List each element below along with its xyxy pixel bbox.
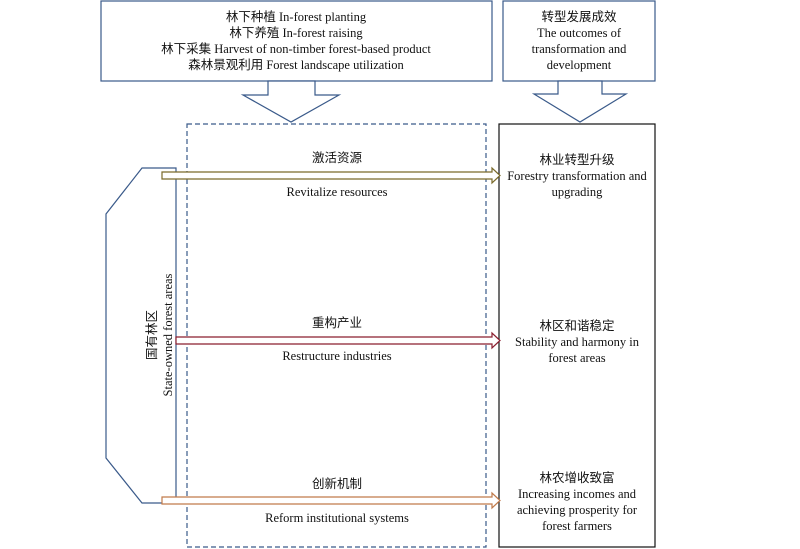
practice-line: 森林景观利用 Forest landscape utilization	[188, 58, 404, 72]
top-left-box-text: 林下种植 In-forest planting 林下养殖 In-forest r…	[161, 9, 431, 73]
outcome-line: forest farmers	[542, 519, 612, 533]
left-hexagon	[105, 167, 177, 504]
arrow-label-zh: 创新机制	[311, 477, 363, 491]
dashed-region	[186, 123, 487, 548]
outcome-line: Stability and harmony in	[515, 335, 639, 349]
outcomes-heading-line: development	[546, 58, 612, 72]
state-forest-label: 国有林区 State-owned forest areas	[144, 274, 176, 397]
outcome-line: Increasing incomes and	[517, 487, 637, 501]
arrow-label-en: Reform institutional systems	[265, 511, 409, 525]
practice-line: 林下种植 In-forest planting	[225, 10, 367, 24]
top-left-box	[100, 0, 493, 82]
down-arrow-right	[531, 80, 629, 123]
down-arrow-left	[240, 80, 342, 123]
outcome-forestry: 林业转型升级 Forestry transformation and upgra…	[507, 152, 647, 200]
arrow-restructure	[175, 331, 501, 350]
outcome-line: Forestry transformation and	[507, 169, 647, 183]
practice-line: 林下养殖 In-forest raising	[229, 26, 363, 40]
arrow-reform	[161, 491, 501, 510]
arrow-revitalize	[161, 166, 501, 185]
outcome-line: 林区和谐稳定	[539, 319, 615, 333]
outcome-line: upgrading	[551, 185, 603, 199]
outcome-line: achieving prosperity for	[516, 503, 638, 517]
arrow-label-en: Revitalize resources	[286, 185, 388, 199]
top-right-box-text: 转型发展成效 The outcomes of transformation an…	[532, 9, 627, 73]
outcomes-box	[498, 123, 656, 548]
outcome-prosperity: 林农增收致富 Increasing incomes and achieving …	[517, 470, 637, 534]
outcome-line: 林农增收致富	[539, 471, 615, 485]
outcome-line: 林业转型升级	[539, 153, 615, 167]
top-right-box	[502, 0, 656, 82]
state-forest-label-en: State-owned forest areas	[161, 273, 175, 397]
arrow-label-zh: 重构产业	[311, 316, 363, 330]
outcomes-heading-line: The outcomes of	[536, 26, 622, 40]
outcome-line: forest areas	[548, 351, 606, 365]
outcomes-heading-line: transformation and	[531, 42, 627, 56]
state-forest-label-zh: 国有林区	[145, 310, 159, 361]
outcomes-heading-line: 转型发展成效	[541, 10, 617, 24]
arrow-label-en: Restructure industries	[282, 349, 392, 363]
outcome-stability: 林区和谐稳定 Stability and harmony in forest a…	[515, 318, 639, 366]
practice-line: 林下采集 Harvest of non-timber forest-based …	[161, 42, 431, 56]
arrow-label-zh: 激活资源	[311, 151, 363, 165]
